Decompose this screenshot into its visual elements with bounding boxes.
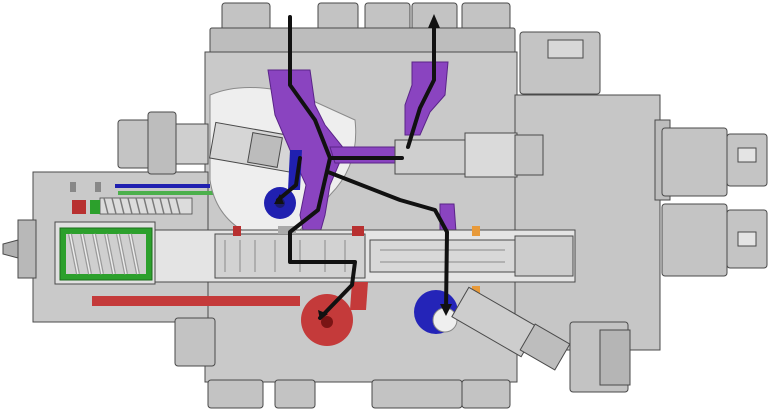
right-actuator-upper bbox=[661, 127, 768, 197]
blue-port-lower bbox=[414, 290, 458, 334]
lower-housing bbox=[174, 317, 631, 409]
pilot-cartridge bbox=[208, 121, 306, 175]
flow-arrowheads bbox=[274, 14, 452, 320]
top-bolt-caps bbox=[221, 2, 511, 36]
right-pilot-cartridge bbox=[394, 132, 544, 178]
flow-arrow-icon bbox=[276, 15, 449, 320]
right-upper-fitting bbox=[519, 31, 601, 95]
spring-coil bbox=[59, 227, 153, 281]
upper-left-cartridge bbox=[117, 111, 209, 175]
top-manifold-plate bbox=[209, 27, 516, 55]
right-actuator-lower bbox=[661, 203, 768, 277]
left-top-coil bbox=[70, 182, 193, 215]
main-spool bbox=[154, 229, 576, 283]
lower-angled-cartridge bbox=[451, 286, 571, 371]
red-return-passage bbox=[92, 282, 368, 346]
